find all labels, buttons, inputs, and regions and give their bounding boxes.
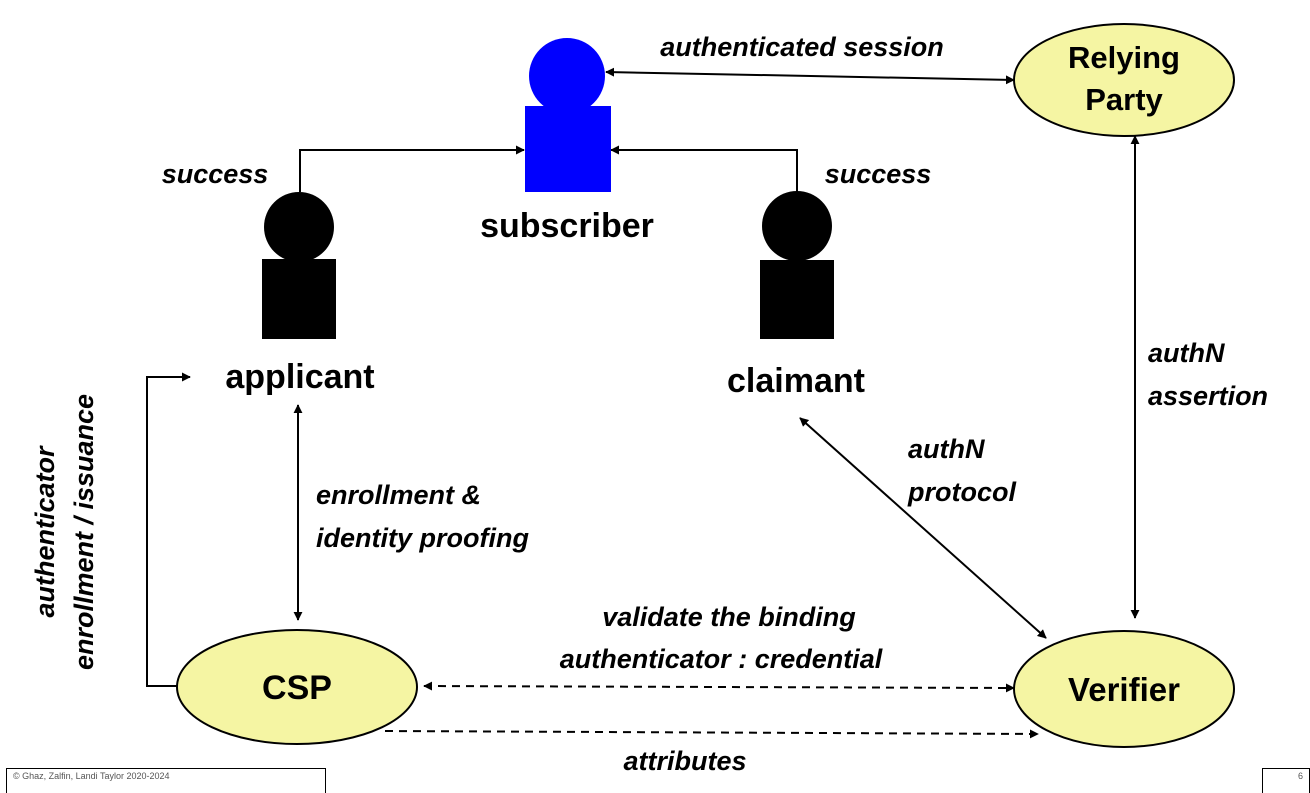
page-number-text: 6 <box>1297 771 1303 781</box>
csp-label: CSP <box>262 669 332 707</box>
subscriber-person-icon <box>525 38 611 192</box>
claimant-to-subscriber-arrow <box>610 145 798 192</box>
relying-party-label-line1: Relying <box>1068 40 1180 75</box>
claimant-label: claimant <box>727 362 865 400</box>
verifier-label: Verifier <box>1068 671 1180 708</box>
csp-node: CSP <box>176 629 418 745</box>
success-left-label: success <box>162 159 269 189</box>
enrollment-label-line2: identity proofing <box>316 523 529 553</box>
authn-assertion-label-line1: authN <box>1148 338 1225 368</box>
attributes-label: attributes <box>623 746 746 776</box>
relying-party-node: Relying Party <box>1013 23 1235 137</box>
footer-copyright-text: © Ghaz, Zalfin, Landi Taylor 2020-2024 <box>13 771 170 781</box>
authenticated-session-label: authenticated session <box>660 32 944 62</box>
validate-binding-arrow <box>423 681 1015 693</box>
verifier-node: Verifier <box>1013 630 1235 748</box>
authenticator-issuance-label: authenticator enrollment / issuance <box>30 394 99 670</box>
enrollment-label-line1: enrollment & <box>316 480 481 510</box>
authenticated-session-arrow <box>605 67 1015 85</box>
authn-protocol-arrow <box>799 417 1047 639</box>
applicant-to-subscriber-arrow <box>299 145 525 192</box>
footer-page-number: 6 <box>1262 768 1310 793</box>
subscriber-label: subscriber <box>480 207 654 245</box>
attributes-arrow <box>384 729 1039 739</box>
validate-binding-label-line2: authenticator : credential <box>560 644 883 674</box>
claimant-person-icon <box>760 191 834 339</box>
authn-protocol-label-line2: protocol <box>907 477 1016 507</box>
footer-copyright: © Ghaz, Zalfin, Landi Taylor 2020-2024 <box>6 768 326 793</box>
relying-party-label-line2: Party <box>1085 82 1163 117</box>
authenticator-issuance-label-line1: authenticator <box>30 445 60 618</box>
authn-protocol-label-line1: authN <box>908 434 985 464</box>
applicant-label: applicant <box>225 358 374 396</box>
applicant-person-icon <box>262 192 336 339</box>
success-right-label: success <box>825 159 932 189</box>
validate-binding-label-line1: validate the binding <box>602 602 856 632</box>
authn-assertion-label-line2: assertion <box>1148 381 1268 411</box>
issuance-arrow <box>146 372 191 687</box>
authenticator-issuance-label-line2: enrollment / issuance <box>69 394 99 670</box>
